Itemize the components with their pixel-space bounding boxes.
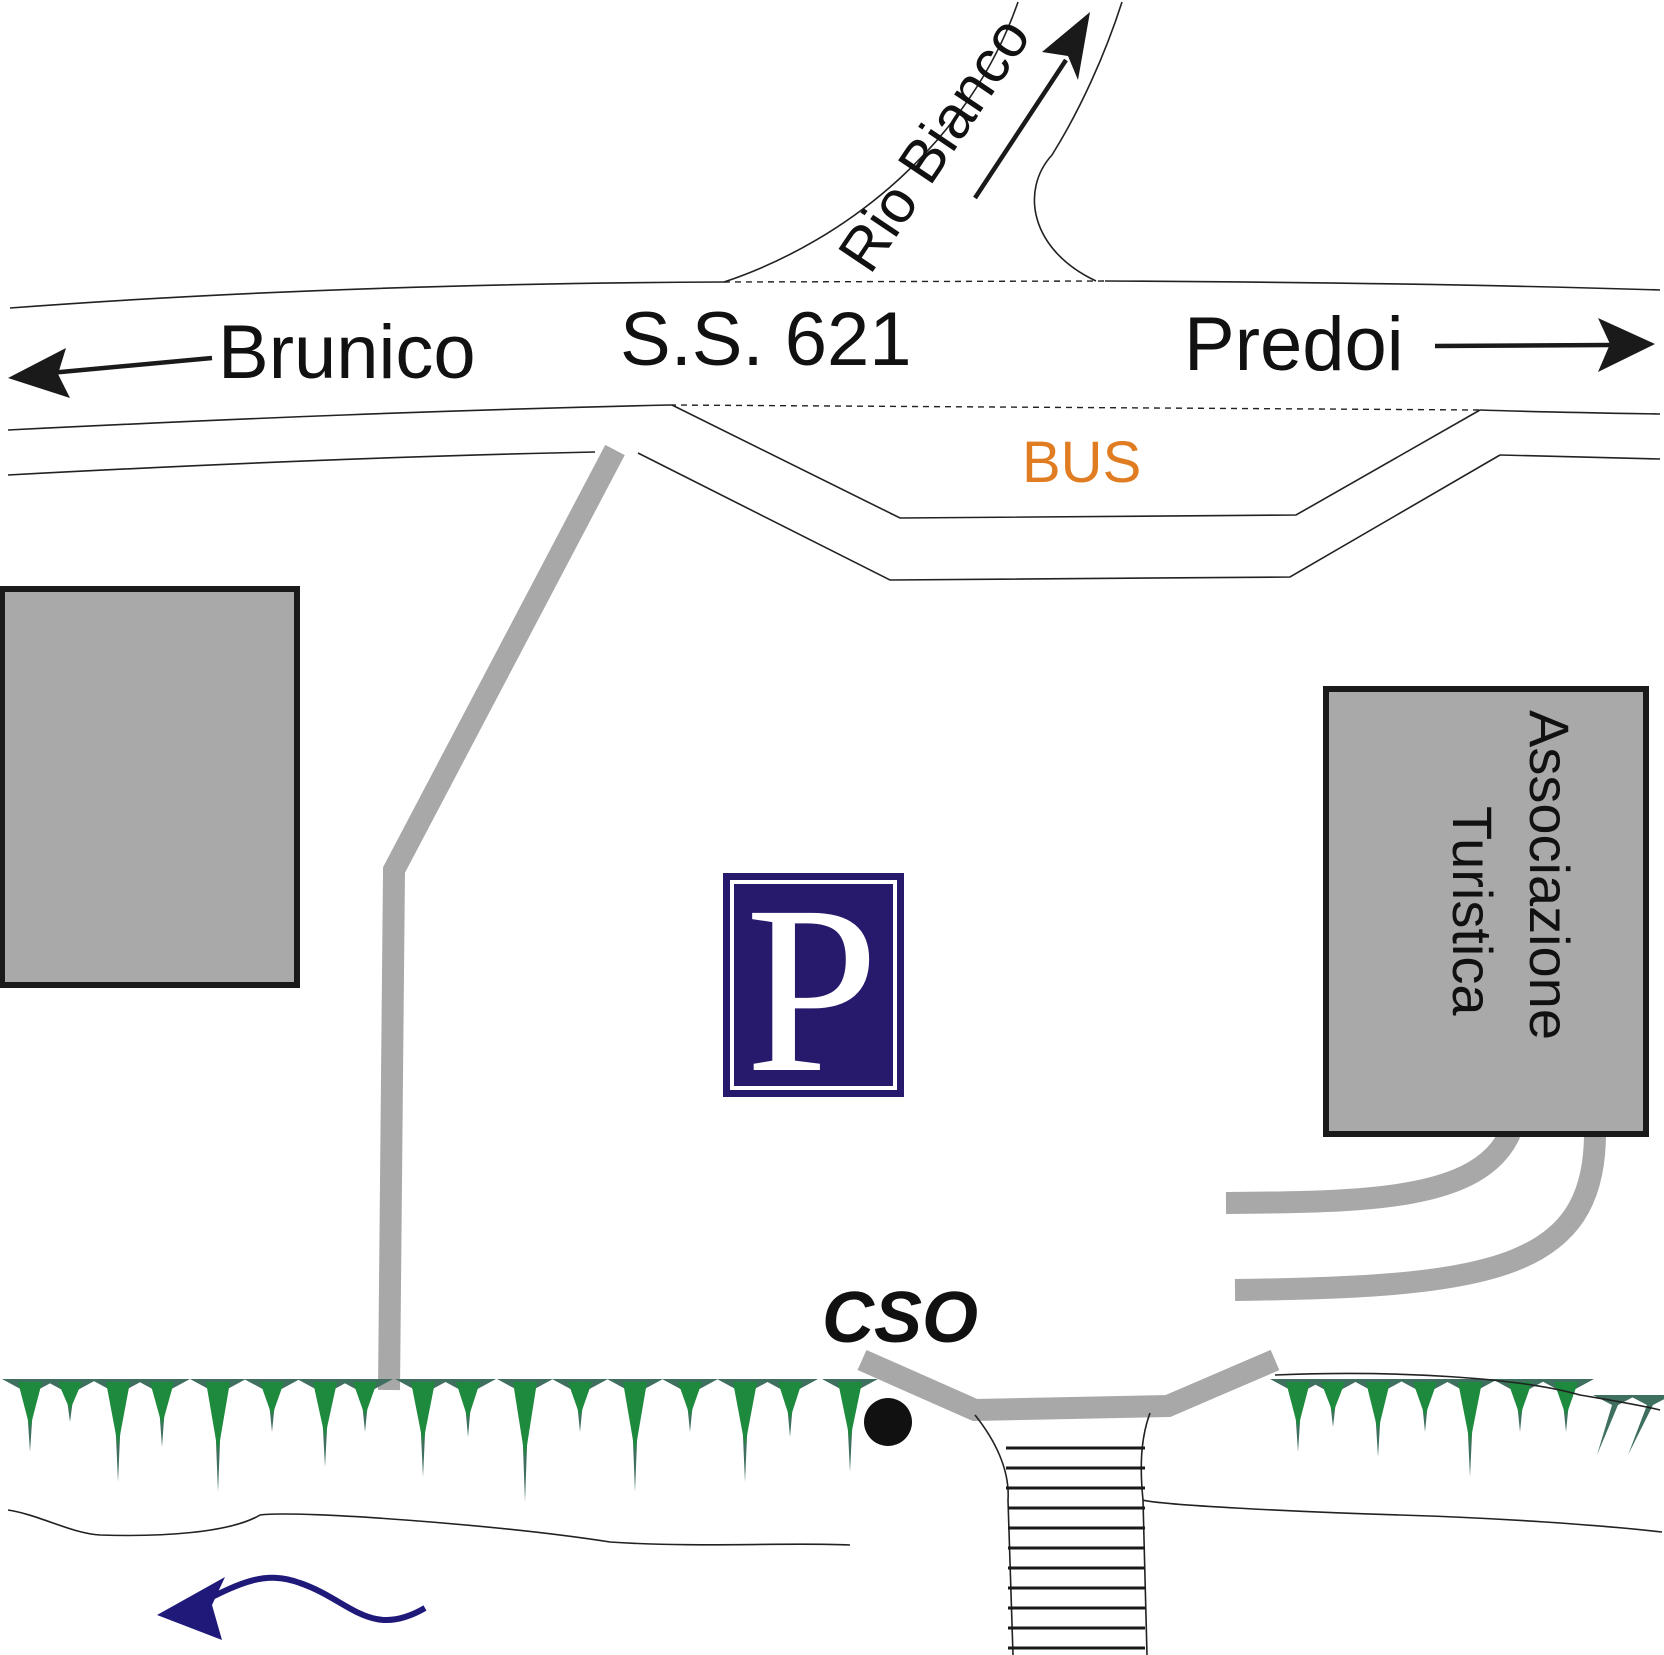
tree-highlight: [1321, 1382, 1345, 1413]
footbridge-icon: [974, 1412, 1151, 1655]
tree-highlight: [106, 1382, 130, 1446]
east-destination-label: Predoi: [1184, 302, 1404, 387]
west-destination-label: Brunico: [218, 310, 476, 395]
tree-highlight: [1458, 1382, 1482, 1443]
tree-highlight: [1286, 1382, 1310, 1428]
parking-sign-letter: P: [745, 856, 878, 1122]
north-arrow-icon: [973, 12, 1090, 200]
tourist-office-label-line1: Associazione: [1518, 710, 1581, 1040]
tree-highlight: [1508, 1382, 1532, 1416]
main-road: [7, 280, 1661, 431]
tree-highlight: [411, 1382, 435, 1443]
tree-icon: [1593, 1395, 1637, 1455]
tree-highlight: [623, 1382, 647, 1452]
tree-highlight: [733, 1382, 757, 1446]
tree-highlight: [150, 1382, 174, 1425]
tree-highlight: [313, 1382, 337, 1437]
bus-stop-label: BUS: [1022, 430, 1141, 495]
tree-highlight: [18, 1382, 42, 1428]
tree-highlight: [513, 1382, 537, 1458]
tree-highlight: [1413, 1382, 1437, 1416]
tree-highlight: [838, 1382, 862, 1440]
river-flow-arrow-icon: [157, 1574, 427, 1640]
building-west: [0, 586, 300, 988]
tree-highlight: [260, 1382, 284, 1416]
meeting-point-label: CSO: [822, 1278, 978, 1358]
tree-highlight: [1554, 1382, 1578, 1416]
tree-line-edge: [1274, 1372, 1661, 1411]
tree-icon: [1628, 1395, 1664, 1455]
tree-highlight: [778, 1382, 802, 1419]
tree-highlight: [568, 1382, 592, 1416]
parking-boundary: [7, 404, 1661, 581]
tourist-office-building: [1323, 686, 1649, 1137]
tree-highlight: [58, 1382, 82, 1410]
tree-highlight: [456, 1382, 480, 1419]
tourist-office-label-line2: Turistica: [1441, 806, 1504, 1016]
west-arrow-icon: [8, 348, 213, 398]
meeting-point-marker: [864, 1398, 912, 1446]
tree-highlight: [678, 1382, 702, 1416]
rio-bianco-road: [723, 1, 1123, 283]
tree-highlight: [1366, 1382, 1390, 1431]
river: [7, 1499, 1663, 1546]
tree-highlight: [353, 1382, 377, 1416]
tree-highlight: [206, 1382, 230, 1452]
footpaths: [378, 444, 1606, 1422]
road-number-label: S.S. 621: [620, 297, 912, 382]
tree-line: [2, 1372, 1664, 1502]
east-arrow-icon: [1434, 318, 1655, 372]
parking-sign-icon: P: [723, 856, 904, 1122]
